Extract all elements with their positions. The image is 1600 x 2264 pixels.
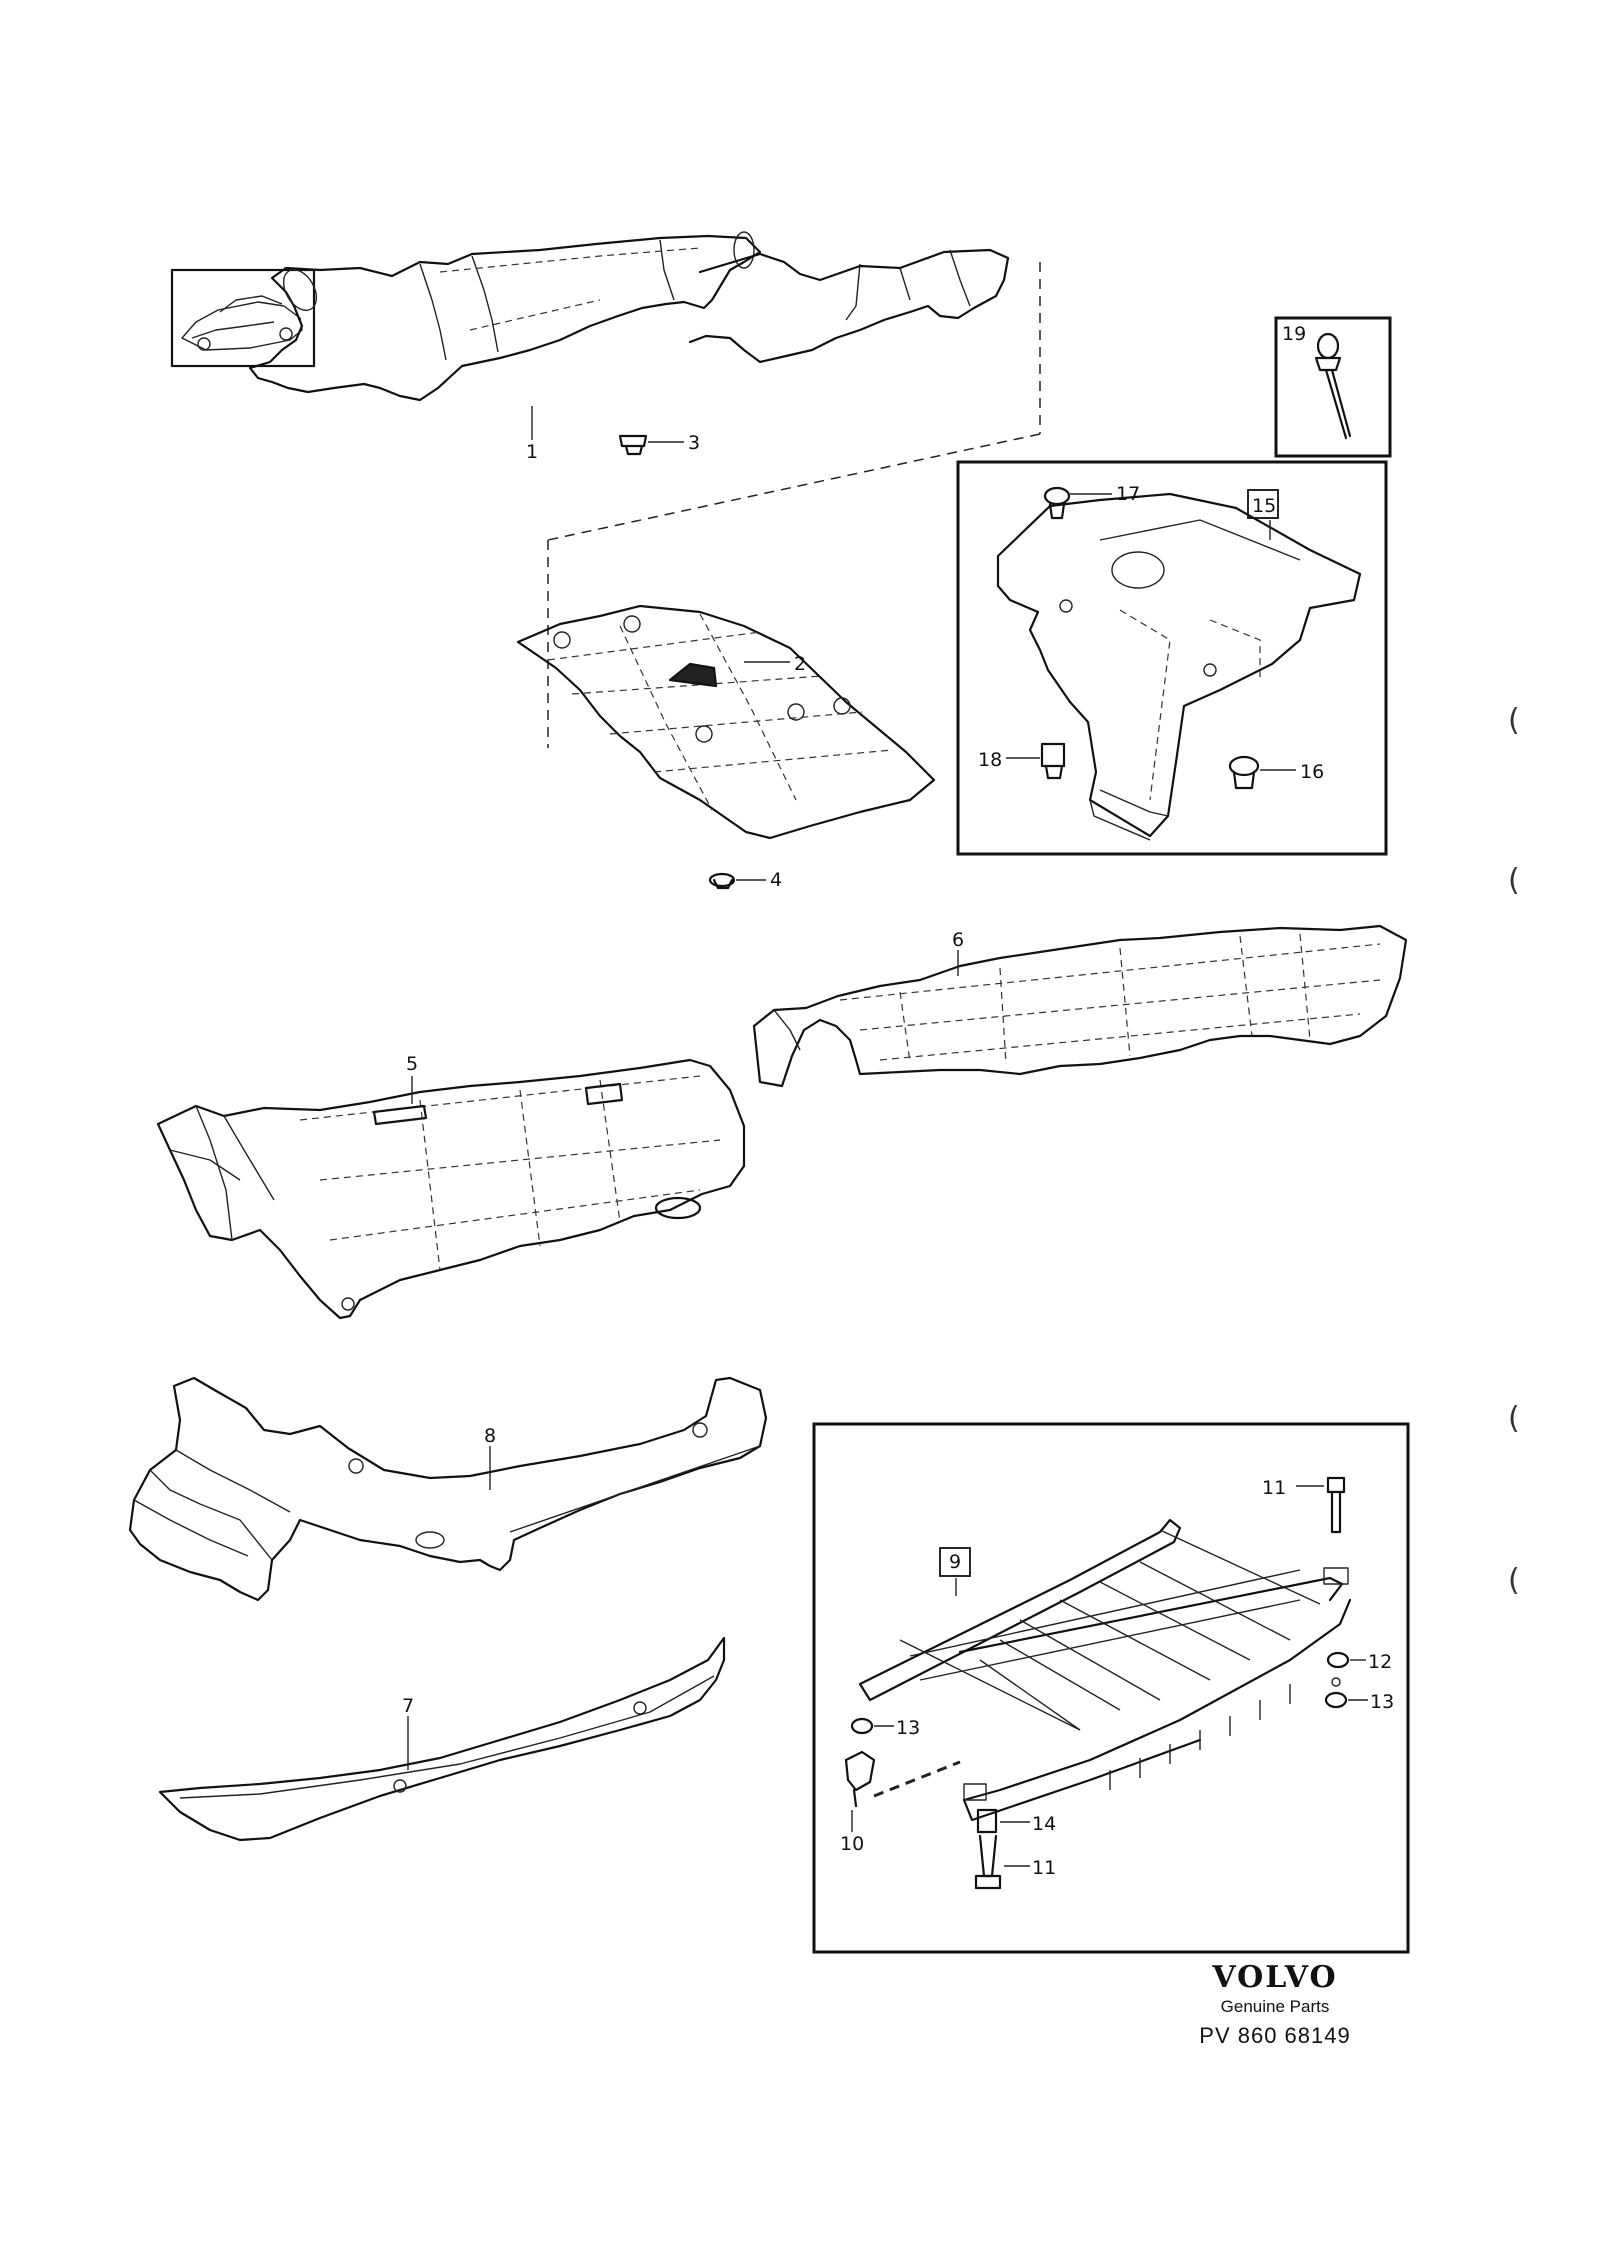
part-6-heat-shield bbox=[752, 924, 1408, 1088]
part-16-grommet bbox=[1228, 755, 1296, 790]
part-14-spacer bbox=[976, 1808, 1030, 1834]
callout-1: 1 bbox=[526, 441, 538, 463]
part-19-detail-box bbox=[1274, 316, 1392, 458]
callout-7: 7 bbox=[402, 1695, 414, 1717]
callout-2: 2 bbox=[794, 653, 806, 675]
callout-13-right: 13 bbox=[1370, 1691, 1394, 1713]
margin-mark-3: ( bbox=[1508, 1401, 1520, 1436]
part-17-screw bbox=[1043, 486, 1112, 520]
callout-5: 5 bbox=[406, 1053, 418, 1075]
parts-15-18-detail-box bbox=[956, 460, 1388, 856]
part-18-grommet bbox=[1006, 742, 1066, 780]
callout-11-top: 11 bbox=[1262, 1477, 1286, 1499]
part-11-bolt-top bbox=[1296, 1476, 1346, 1534]
part-4-clip bbox=[708, 872, 766, 890]
part-12-nut bbox=[1326, 1651, 1366, 1669]
margin-mark-4: ( bbox=[1508, 1563, 1520, 1598]
callout-11-bottom: 11 bbox=[1032, 1857, 1056, 1879]
brand-tagline: Genuine Parts bbox=[1220, 1997, 1330, 2016]
callout-12: 12 bbox=[1368, 1651, 1392, 1673]
diagram-code: PV 860 68149 bbox=[1199, 2023, 1351, 2048]
callout-19: 19 bbox=[1282, 323, 1306, 345]
margin-mark-2: ( bbox=[1508, 863, 1520, 898]
part-2-heat-shield-plate bbox=[516, 604, 936, 840]
callout-4: 4 bbox=[770, 869, 782, 891]
margin-mark-1: ( bbox=[1508, 703, 1520, 738]
callout-8: 8 bbox=[484, 1425, 496, 1447]
part-11-bolt-bottom bbox=[974, 1834, 1030, 1890]
parts-9-14-detail-box bbox=[812, 1422, 1410, 1954]
callout-10: 10 bbox=[840, 1833, 864, 1855]
brand-logo: VOLVO bbox=[1212, 1960, 1338, 1995]
part-3-fastener bbox=[618, 434, 684, 456]
callout-18: 18 bbox=[978, 749, 1002, 771]
callout-14: 14 bbox=[1032, 1813, 1056, 1835]
vehicle-thumbnail bbox=[170, 268, 316, 368]
callout-16: 16 bbox=[1300, 761, 1324, 783]
alignment-lines bbox=[547, 262, 1041, 748]
part-8-heat-shield bbox=[128, 1376, 768, 1602]
callout-15: 15 bbox=[1252, 495, 1276, 517]
part-13-nut-right bbox=[1324, 1691, 1368, 1709]
part-5-heat-shield bbox=[156, 1058, 746, 1320]
part-10-bracket bbox=[844, 1750, 961, 1808]
callout-13-left: 13 bbox=[896, 1717, 920, 1739]
part-7-heat-shield bbox=[158, 1636, 726, 1842]
callout-17: 17 bbox=[1116, 483, 1140, 505]
part-1-heat-shield bbox=[248, 231, 1010, 402]
part-13-nut-left bbox=[850, 1717, 894, 1735]
callout-6: 6 bbox=[952, 929, 964, 951]
brand-block: VOLVO Genuine Parts PV 860 68149 bbox=[1180, 1960, 1370, 2049]
callout-3: 3 bbox=[688, 432, 700, 454]
callout-9: 9 bbox=[949, 1551, 961, 1573]
